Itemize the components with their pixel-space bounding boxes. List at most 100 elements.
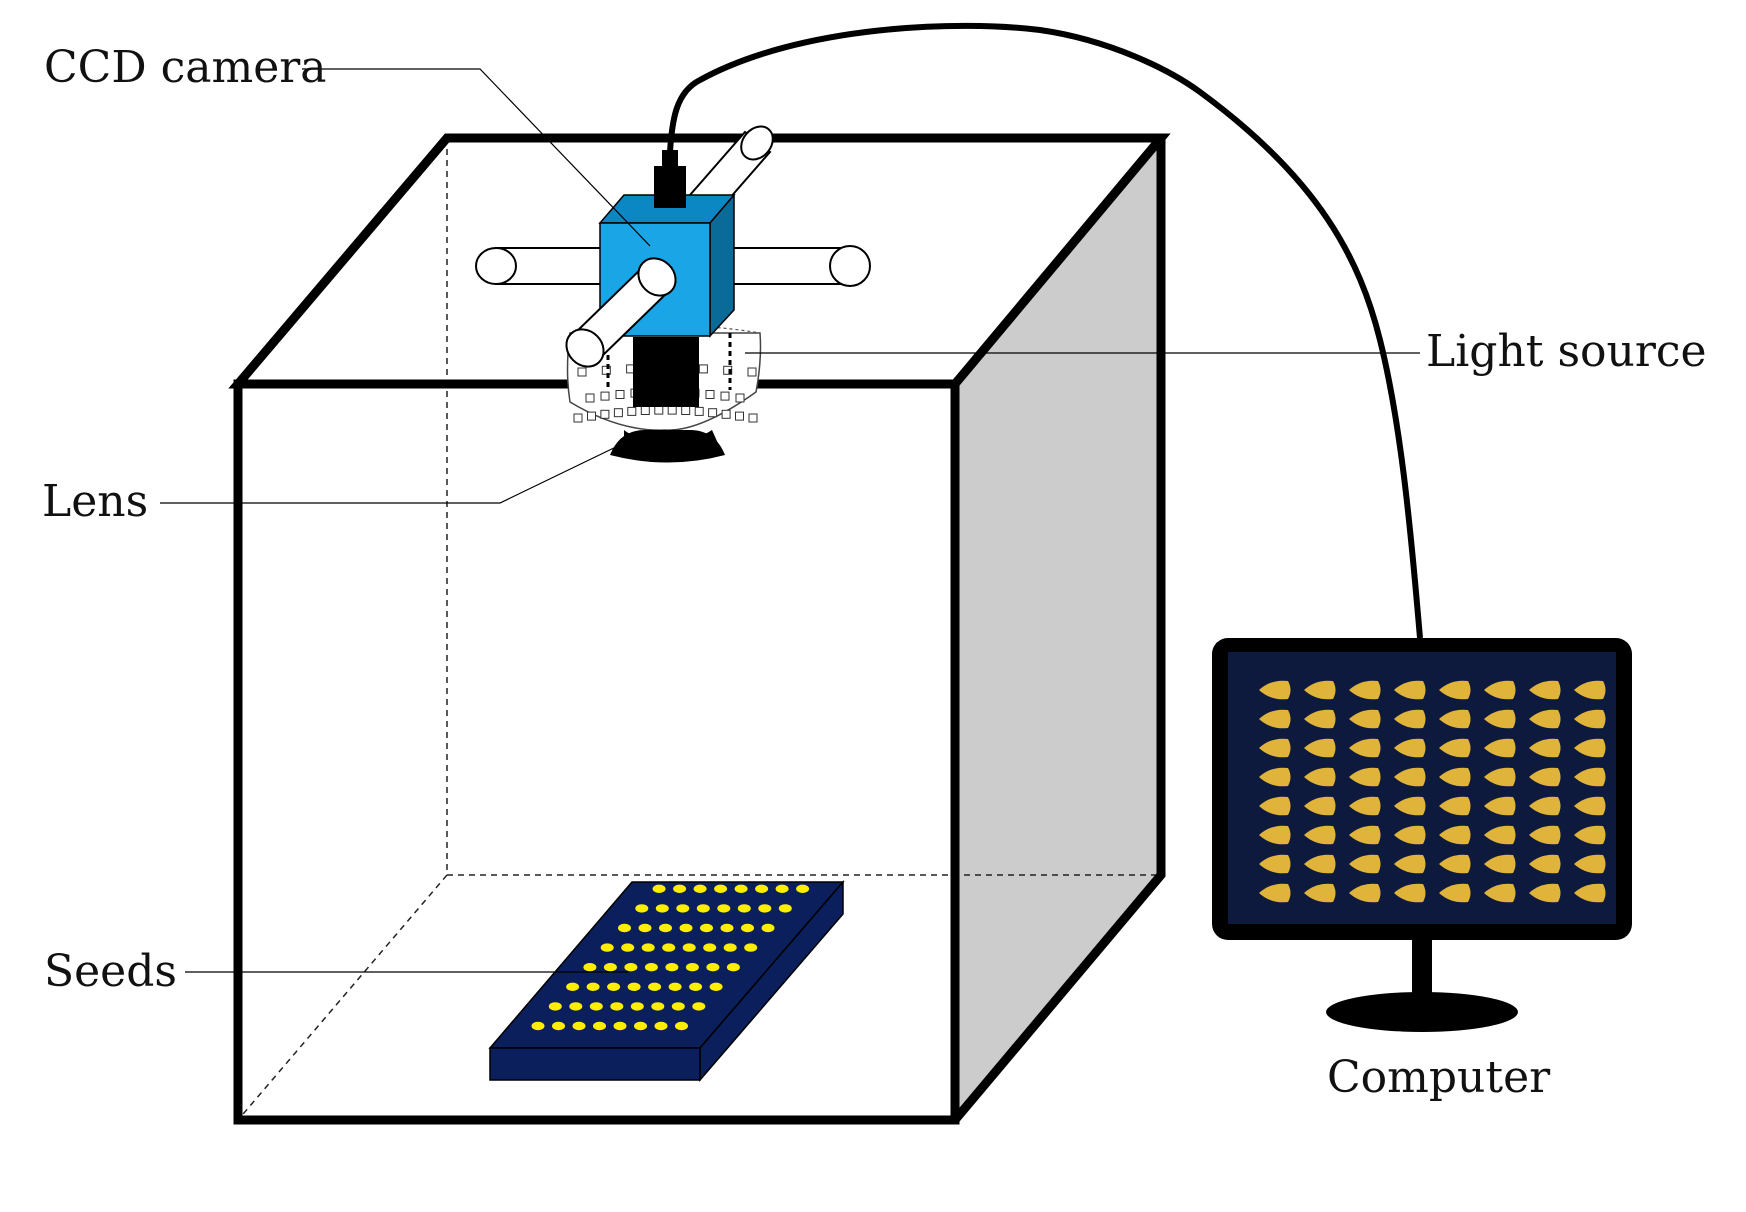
screen-seed [1574,825,1606,845]
tray-seed [700,923,713,933]
screen-seed [1259,825,1291,845]
screen-seed [1529,825,1561,845]
screen-seed [1304,854,1336,874]
led [748,413,758,423]
screen-seed [1349,796,1381,816]
screen-seed [1574,680,1606,700]
led [720,391,730,401]
tray-seed [654,1021,668,1031]
led [735,393,745,403]
screen-seed [1304,709,1336,729]
leader-ccd-camera [302,68,651,247]
led [573,413,583,423]
screen-seed [1529,738,1561,758]
screen-seed [1484,825,1516,845]
tray-seed [717,904,731,913]
screen-seed [1304,883,1336,903]
screen-seed [1349,883,1381,903]
screen-seed [1349,825,1381,845]
screen-seed [1529,767,1561,787]
screen-seed [1529,709,1561,729]
label-ccd-camera: CCD camera [44,42,327,93]
tray-seed [778,904,792,913]
tray-seed [583,963,597,972]
screen-seed [1259,854,1291,874]
tray-seed [709,982,723,991]
tray-seed [652,884,666,893]
led [627,406,637,416]
screen-seed [1394,680,1426,700]
tray-seed [648,982,662,991]
tray-seed [675,1021,688,1031]
tray-front [489,1047,701,1081]
led [694,406,704,416]
tray-seed [548,1002,562,1011]
led [735,411,744,421]
screen-seed [1349,709,1381,729]
tray-seed [676,904,690,913]
tray-seed [693,884,707,893]
led [640,406,650,415]
led [705,390,715,399]
leader-lens [160,444,621,504]
tray-seed [600,943,614,952]
tray-seed [552,1021,565,1031]
tray-seed [641,943,655,952]
screen-seed [1574,883,1606,903]
tray-seed [589,1002,603,1011]
screen-seed [1259,680,1291,700]
screen-seed [1259,796,1291,816]
box-side-panel [955,138,1161,1120]
tray-seed [566,982,580,991]
computer-monitor [1212,638,1632,1032]
tray-seed [621,943,635,952]
screen-seed [1394,854,1426,874]
led [654,405,664,415]
screen-seed [1484,767,1516,787]
screen-seed [1529,854,1561,874]
led [600,391,610,401]
led [667,405,677,415]
screen-seed [1304,767,1336,787]
screen-seed [1574,709,1606,729]
screen-seed [1439,825,1471,845]
screen-seed [1439,883,1471,903]
screen-seed [1574,796,1606,816]
tray-seed [613,1021,627,1031]
screen-seed [1529,796,1561,816]
ccd-camera [475,125,871,368]
screen-seed [1259,883,1291,903]
screen-seed [1349,680,1381,700]
led [601,365,611,375]
screen-seed [1394,796,1426,816]
tray-seed [796,884,810,893]
led [698,364,708,374]
label-lens: Lens [42,476,148,527]
screen-seed [1394,825,1426,845]
tray-seed [586,982,600,991]
led [708,408,718,418]
tray-seed [673,884,687,893]
screen-seed [1439,796,1471,816]
seed-tray [488,879,845,1083]
tray-seed [714,884,728,893]
tray-seed [531,1021,545,1031]
led [587,411,596,421]
mounting-rod-left [475,247,607,285]
tray-seed [627,982,641,991]
screen-seed [1574,738,1606,758]
led [721,409,731,419]
tray-seed [630,1002,644,1011]
tray-seed [569,1002,583,1011]
screen-seed [1484,883,1516,903]
tray-seed [696,904,710,913]
screen-seed [1439,680,1471,700]
label-seeds: Seeds [44,946,177,997]
tray-seed [610,1002,624,1011]
tray-seed [706,963,720,972]
screen-seed [1394,883,1426,903]
screen-seed [1439,738,1471,758]
tray-seed [741,923,754,933]
tray-seed [624,963,638,972]
